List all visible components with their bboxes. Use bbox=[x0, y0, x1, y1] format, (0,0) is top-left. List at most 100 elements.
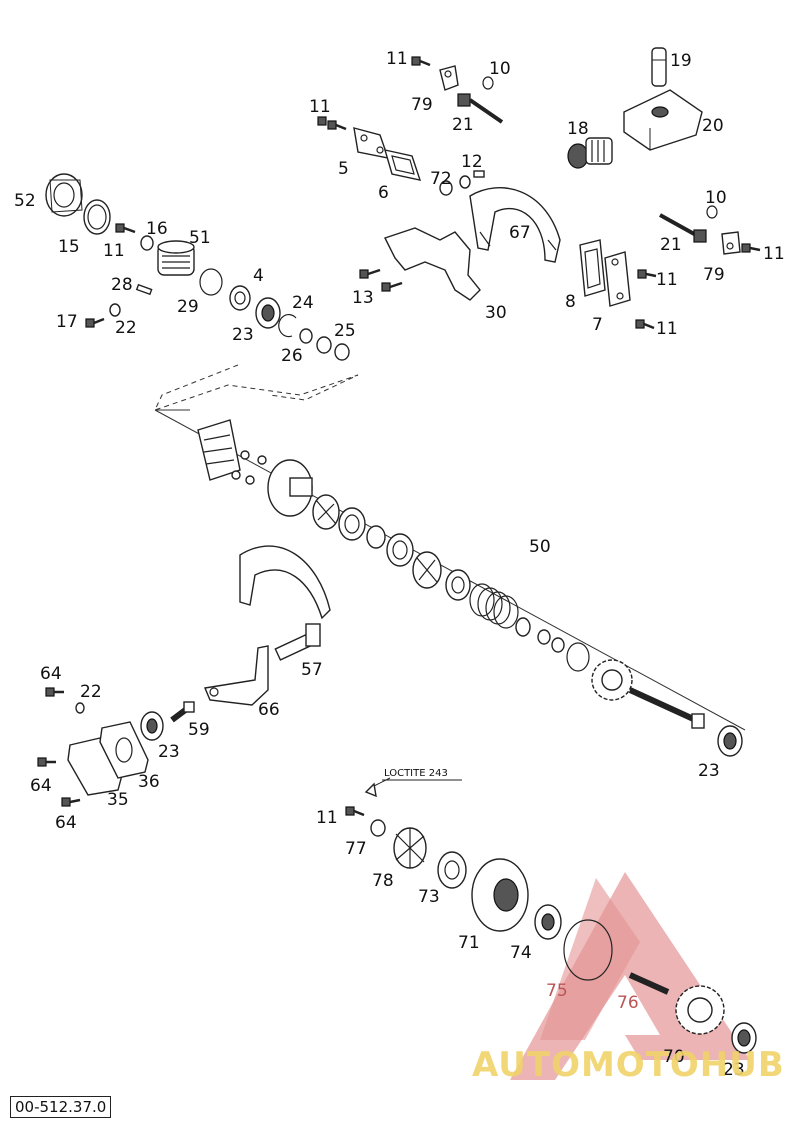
callout-19: 19 bbox=[670, 51, 692, 71]
callout-12: 12 bbox=[461, 152, 483, 172]
part-79-bracket-right bbox=[721, 231, 741, 255]
callout-50: 50 bbox=[529, 537, 551, 557]
part-15-ring bbox=[83, 199, 111, 235]
part-28-pin bbox=[135, 283, 153, 296]
callout-26: 26 bbox=[281, 346, 303, 366]
callout-23: 23 bbox=[158, 742, 180, 762]
callout-30: 30 bbox=[485, 303, 507, 323]
callout-77: 77 bbox=[345, 839, 367, 859]
part-50-centrifugal-assembly bbox=[197, 419, 705, 729]
callout-11: 11 bbox=[656, 270, 678, 290]
callout-21: 21 bbox=[452, 115, 474, 135]
part-79-bracket bbox=[439, 65, 459, 91]
part-4-washer bbox=[229, 285, 251, 311]
part-67-valve-blade bbox=[469, 187, 561, 263]
callout-15: 15 bbox=[58, 237, 80, 257]
part-7-cover bbox=[604, 251, 631, 307]
part-76-shaft bbox=[628, 972, 670, 995]
callout-6: 6 bbox=[378, 183, 389, 203]
part-13-bolts bbox=[359, 268, 403, 292]
part-70-gear bbox=[675, 985, 725, 1035]
dashed-outline-upper bbox=[154, 364, 359, 411]
drawing-code-label: 00-512.37.0 bbox=[10, 1096, 112, 1118]
callout-78: 78 bbox=[372, 871, 394, 891]
callout-11: 11 bbox=[656, 319, 678, 339]
callout-10: 10 bbox=[705, 188, 727, 208]
part-11-bolt-lower bbox=[345, 806, 365, 817]
callout-72: 72 bbox=[430, 169, 452, 189]
callout-75: 75 bbox=[546, 981, 568, 1001]
part-77-washer bbox=[370, 819, 386, 837]
part-74-bearing bbox=[534, 904, 562, 940]
callout-79: 79 bbox=[703, 265, 725, 285]
callout-16: 16 bbox=[146, 219, 168, 239]
part-52-nut bbox=[45, 173, 83, 217]
callout-57: 57 bbox=[301, 660, 323, 680]
callout-23: 23 bbox=[698, 761, 720, 781]
part-23-bearing bbox=[255, 297, 281, 329]
callout-8: 8 bbox=[565, 292, 576, 312]
callout-11: 11 bbox=[309, 97, 331, 117]
part-30-lever bbox=[384, 227, 481, 301]
callout-52: 52 bbox=[14, 191, 36, 211]
callout-36: 36 bbox=[138, 772, 160, 792]
callout-23: 23 bbox=[723, 1060, 745, 1080]
part-11-bolts-right bbox=[635, 269, 657, 330]
part-5-cover bbox=[353, 127, 390, 159]
part-19-pin bbox=[651, 47, 667, 87]
callout-74: 74 bbox=[510, 943, 532, 963]
callout-64: 64 bbox=[40, 664, 62, 684]
part-59-screw bbox=[170, 701, 195, 723]
part-10-oring-right bbox=[706, 205, 718, 219]
callout-35: 35 bbox=[107, 790, 129, 810]
callout-20: 20 bbox=[702, 116, 724, 136]
part-67-valve-blade-lower bbox=[239, 545, 331, 620]
part-11-bolts-pair bbox=[317, 116, 347, 131]
part-11-bolt-top bbox=[411, 56, 431, 67]
part-72-nut bbox=[439, 180, 453, 196]
part-12-pin bbox=[459, 170, 485, 189]
callout-70: 70 bbox=[663, 1047, 685, 1067]
callout-11: 11 bbox=[103, 241, 125, 261]
part-8-gasket bbox=[579, 239, 606, 297]
loctite-annotation: LOCTITE 243 bbox=[384, 768, 448, 779]
callout-18: 18 bbox=[567, 119, 589, 139]
callout-29: 29 bbox=[177, 297, 199, 317]
part-29-oring bbox=[199, 268, 223, 296]
callout-labels: 11 10 19 79 21 20 11 18 5 12 72 6 52 16 … bbox=[14, 49, 785, 1080]
part-36-gasket bbox=[99, 721, 149, 779]
part-75-oring bbox=[563, 919, 613, 981]
callout-21: 21 bbox=[660, 235, 682, 255]
callout-59: 59 bbox=[188, 720, 210, 740]
callout-51: 51 bbox=[189, 228, 211, 248]
callout-22: 22 bbox=[115, 318, 137, 338]
part-78-impeller bbox=[393, 827, 427, 869]
callout-13: 13 bbox=[352, 288, 374, 308]
part-10-oring bbox=[482, 76, 494, 90]
callout-22: 22 bbox=[80, 682, 102, 702]
callout-11: 11 bbox=[316, 808, 338, 828]
callout-11: 11 bbox=[763, 244, 785, 264]
callout-73: 73 bbox=[418, 887, 440, 907]
part-16-washer bbox=[140, 235, 154, 251]
watermark-text: AUTOMOTOHUB bbox=[472, 1045, 785, 1085]
part-17-bolt bbox=[85, 317, 105, 328]
loctite-leader bbox=[364, 777, 391, 798]
callout-67: 67 bbox=[509, 223, 531, 243]
callout-7: 7 bbox=[592, 315, 603, 335]
callout-79: 79 bbox=[411, 95, 433, 115]
assembly-50-bracket bbox=[154, 409, 746, 731]
part-71-housing bbox=[471, 858, 529, 932]
part-11-bolt bbox=[115, 223, 136, 234]
part-73-seal bbox=[437, 851, 467, 889]
callout-24: 24 bbox=[292, 293, 314, 313]
callout-71: 71 bbox=[458, 933, 480, 953]
part-23-bearing-right bbox=[717, 725, 743, 757]
part-21-valve-shaft-right bbox=[659, 213, 707, 243]
callout-76: 76 bbox=[617, 993, 639, 1013]
part-57-shaft bbox=[274, 623, 321, 661]
part-64-bolts bbox=[37, 687, 81, 807]
part-23-bearing-left bbox=[140, 711, 164, 741]
part-26-washer bbox=[299, 328, 313, 344]
